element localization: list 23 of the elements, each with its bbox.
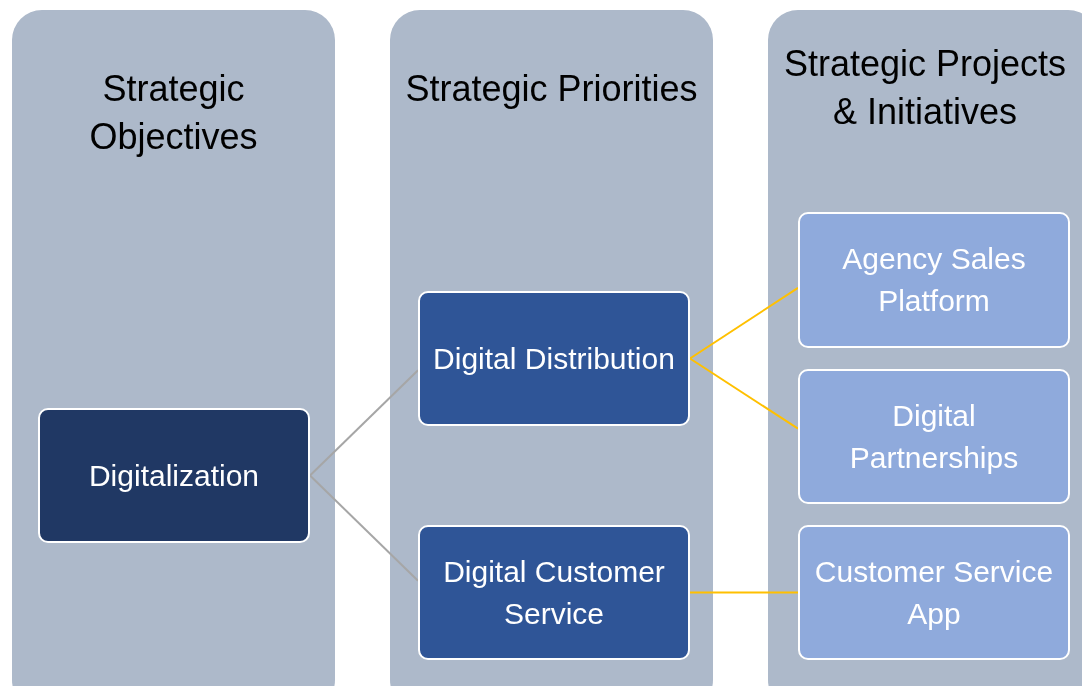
node-label: Digital Partnerships [848,397,1020,476]
column-heading: Strategic Objectives [88,67,259,159]
connector-line [309,474,419,582]
column-panel [12,10,335,686]
node-box [418,291,690,426]
node-box [798,525,1070,660]
column-heading: Strategic Priorities [404,67,699,111]
node-label: Customer Service App [813,553,1055,632]
column-panel [768,10,1082,686]
node-box [798,212,1070,348]
node-label: Digital Customer Service [442,553,666,632]
connector-line [689,591,799,594]
column-panel [390,10,713,686]
node-box [38,408,310,543]
node-box [798,369,1070,504]
node-label: Digital Distribution [433,340,675,377]
node-label: Agency Sales Platform [841,241,1027,319]
connector-line [689,286,799,360]
connector-line [309,369,419,477]
connector-line [689,357,799,430]
node-box [418,525,690,660]
column-heading: Strategic Projects & Initiatives [782,42,1068,134]
node-label: Digitalization [88,457,260,494]
